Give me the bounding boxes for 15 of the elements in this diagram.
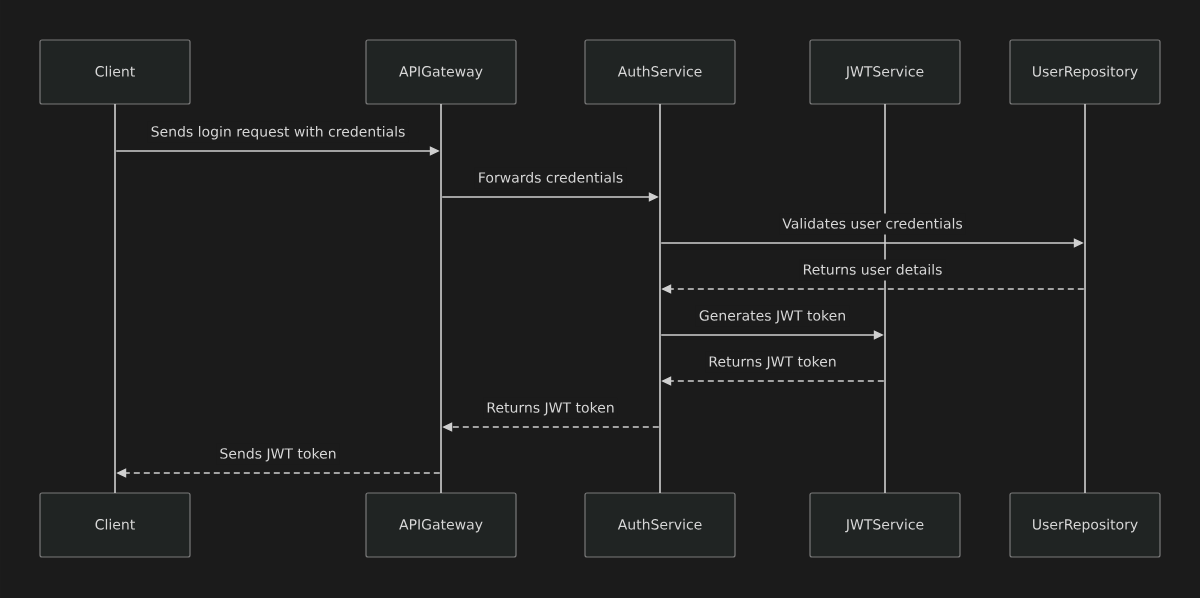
message-label: Returns JWT token (483, 397, 618, 419)
message-label: Validates user credentials (779, 213, 966, 235)
participant-box: UserRepository (1009, 492, 1161, 558)
participant-box: APIGateway (365, 492, 517, 558)
message-label: Sends login request with credentials (147, 121, 409, 143)
participant-box: AuthService (584, 39, 736, 105)
participant-box: Client (39, 39, 191, 105)
message-label: Sends JWT token (216, 443, 340, 465)
participant-box: Client (39, 492, 191, 558)
participant-box: AuthService (584, 492, 736, 558)
participant-box: JWTService (809, 492, 961, 558)
participant-box: UserRepository (1009, 39, 1161, 105)
participant-box: JWTService (809, 39, 961, 105)
message-label: Returns JWT token (705, 351, 840, 373)
participant-box: APIGateway (365, 39, 517, 105)
